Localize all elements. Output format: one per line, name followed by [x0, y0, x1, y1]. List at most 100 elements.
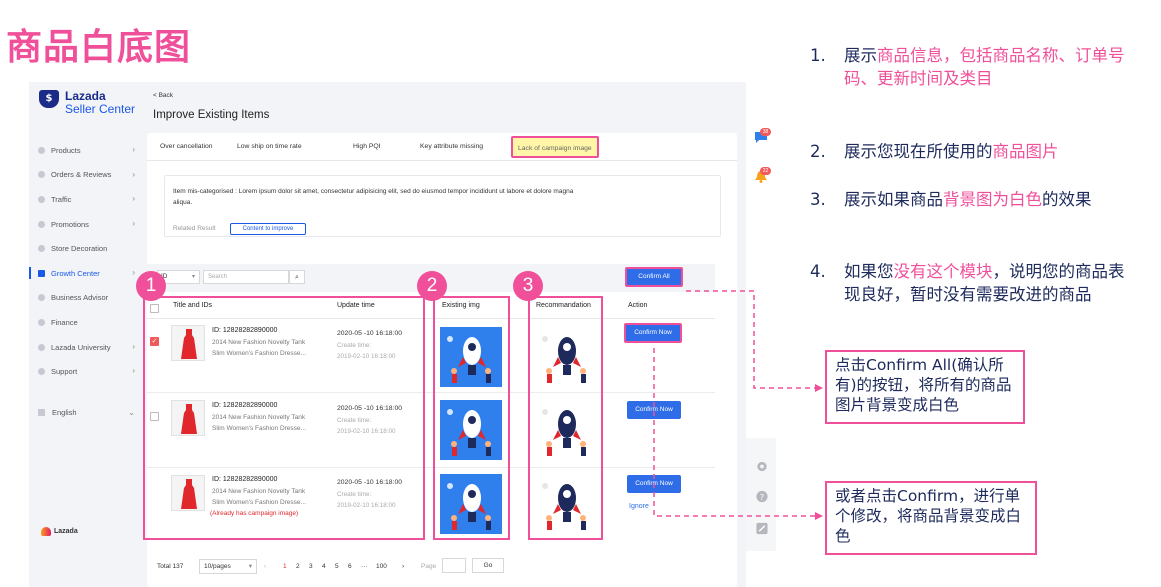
page-5[interactable]: 5 [335, 563, 339, 570]
confirm-now-button[interactable]: Confirm Now [627, 401, 681, 419]
create-time: Create time:2019-02-10 16:18:00 [337, 340, 395, 362]
product-name-line2: Slim Women's Fashion Dresse... [212, 498, 306, 506]
tab-over-cancellation[interactable]: Over cancellation [160, 143, 213, 150]
product-thumbnail [171, 325, 205, 361]
page-size-select[interactable]: 10/pages▾ [199, 559, 257, 574]
chevron-right-icon: › [132, 218, 135, 228]
sidebar-item-store-decoration[interactable]: Store Decoration [29, 236, 147, 261]
update-time: 2020-05 -10 16:18:00 [337, 330, 403, 337]
logo-line1: Lazada [65, 89, 106, 103]
sidebar: $ Lazada Seller Center Products › Orders … [29, 82, 147, 587]
product-name-line1: 2014 New Fashion Novelty Tank [212, 339, 306, 346]
sidebar-item-university[interactable]: Lazada University› [29, 335, 147, 360]
advisor-icon [38, 294, 45, 302]
table-row: ✓ ID: 12828282890000 2014 New Fashion No… [147, 319, 715, 393]
page-size-value: 10/pages [204, 563, 231, 570]
sidebar-item-growth-center[interactable]: Growth Center › [29, 261, 147, 286]
finance-icon [38, 318, 45, 326]
product-name-line2: Slim Women's Fashion Dresse... [212, 424, 306, 432]
tab-low-ship-on-time[interactable]: Low ship on time rate [237, 143, 302, 150]
sidebar-item-promotions[interactable]: Promotions› [29, 212, 147, 237]
chevron-right-icon: › [132, 366, 135, 376]
row-checkbox[interactable]: ✓ [150, 337, 159, 346]
row-checkbox[interactable] [150, 412, 159, 421]
bell-badge: 22 [760, 167, 771, 175]
red-dress-icon [181, 479, 197, 509]
search-icon[interactable]: ⌕ [289, 270, 305, 284]
page-100[interactable]: 100 [376, 563, 387, 570]
note-text: 如果您 [844, 262, 894, 281]
existing-product-image [440, 400, 502, 460]
product-name-line1: 2014 New Fashion Novelty Tank [212, 414, 306, 421]
sidebar-item-support[interactable]: Support› [29, 359, 147, 384]
edit-icon[interactable] [755, 522, 769, 535]
sidebar-item-label: Products [51, 145, 81, 155]
page-2[interactable]: 2 [296, 563, 300, 570]
sidebar-item-label: Growth Center [51, 268, 100, 278]
help-icon[interactable]: ? [755, 490, 769, 503]
chevron-right-icon: › [132, 145, 135, 154]
back-link[interactable]: < Back [153, 92, 174, 99]
rocket-illustration-icon [447, 483, 491, 530]
go-button[interactable]: Go [472, 558, 504, 573]
table-row: ID: 12828282890000 2014 New Fashion Nove… [147, 394, 715, 468]
page-4[interactable]: 4 [322, 563, 326, 570]
footer-logo: Lazada [41, 527, 78, 536]
lazada-logo[interactable]: $ Lazada Seller Center [39, 90, 135, 116]
sidebar-item-label: Traffic [51, 194, 72, 204]
tab-high-pqi[interactable]: High PQI [353, 143, 381, 150]
select-all-checkbox[interactable] [150, 304, 159, 313]
lazada-heart-icon [41, 527, 51, 536]
sidebar-item-finance[interactable]: Finance [29, 310, 147, 335]
red-dress-icon [181, 404, 197, 434]
sidebar-item-business-advisor[interactable]: Business Advisor [29, 286, 147, 311]
note-text: 展示您现在所使用的 [844, 142, 993, 161]
badge-3: 3 [513, 271, 543, 301]
recommended-white-image [535, 400, 597, 460]
recommended-white-image [535, 474, 597, 534]
confirm-now-button[interactable]: Confirm Now [624, 323, 682, 343]
create-time-label: Create time: [337, 342, 372, 349]
chevron-right-icon: › [132, 267, 135, 277]
sidebar-nav: Products › Orders & Reviews› Traffic › Pro… [29, 138, 147, 384]
header-title-ids: Title and IDs [173, 302, 213, 309]
callout-confirm-all: 点击Confirm All(确认所有)的按钮，将所有的商品图片背景变成白色 [825, 350, 1025, 424]
total-label: Total [157, 563, 171, 570]
sidebar-item-products[interactable]: Products › [29, 138, 147, 163]
product-id: ID: 12828282890000 [212, 476, 278, 483]
rocket-illustration-icon [542, 409, 586, 456]
rocket-illustration-icon [447, 409, 491, 456]
tab-key-attribute-missing[interactable]: Key attribute missing [420, 143, 484, 150]
next-page-icon[interactable]: › [402, 563, 405, 570]
products-icon [38, 146, 45, 154]
ignore-link[interactable]: Ignore [629, 503, 649, 510]
confirm-all-button[interactable]: Confirm All [625, 267, 683, 287]
prev-page-icon[interactable]: ‹ [264, 563, 267, 570]
create-time: Create time:2019-02-10 16:18:00 [337, 489, 395, 511]
total-count: 137 [172, 563, 184, 570]
product-name-line2: Slim Women's Fashion Dresse... [212, 349, 306, 357]
chevron-right-icon: › [132, 341, 135, 351]
note-number: 3. [810, 190, 826, 209]
info-text: Item mis-categorised : Lorem ipsum dolor… [173, 188, 574, 206]
page-number-input[interactable] [442, 558, 466, 573]
search-input[interactable]: Search [203, 270, 289, 284]
page-3[interactable]: 3 [309, 563, 313, 570]
note-text: 展示 [844, 46, 877, 65]
sidebar-item-orders[interactable]: Orders & Reviews› [29, 163, 147, 188]
highlight-frame-recommendation [528, 296, 603, 540]
sidebar-item-traffic[interactable]: Traffic › [29, 187, 147, 212]
language-selector[interactable]: English⌄ [38, 408, 138, 417]
existing-product-image [440, 474, 502, 534]
gear-icon[interactable] [755, 460, 769, 473]
note-number: 1. [810, 46, 826, 65]
page-1[interactable]: 1 [283, 563, 287, 570]
page-6[interactable]: 6 [348, 563, 352, 570]
page-ellipsis: ··· [361, 563, 368, 570]
content-to-improve-button[interactable]: Content to improve [230, 223, 306, 235]
table-row: ID: 12828282890000 2014 New Fashion Nove… [147, 469, 715, 543]
chevron-right-icon: › [132, 194, 135, 204]
tab-lack-of-campaign-image[interactable]: Lack of campaign image [511, 136, 599, 158]
header-recommendation: Recommandation [536, 302, 591, 309]
